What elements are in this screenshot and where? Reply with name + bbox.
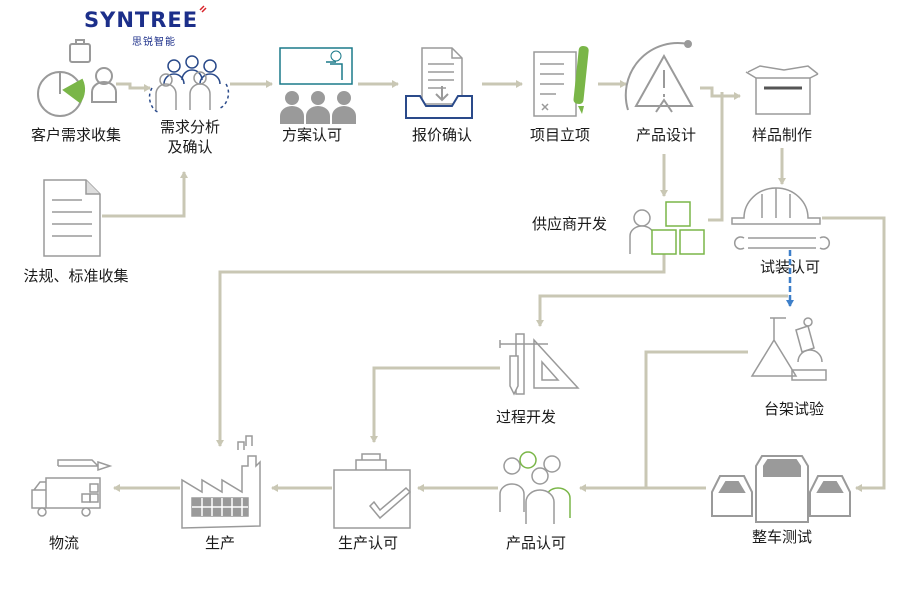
pie-chart-person-icon [37, 39, 117, 117]
checklist-pen-icon [533, 46, 589, 117]
ruler-triangle-icon [499, 333, 580, 396]
arrow-process-to-prodapproval [370, 366, 500, 443]
step-supplier-dev-label: 供应商开发 [532, 215, 608, 233]
step-demand-analysis-label-1: 需求分析 [159, 118, 221, 136]
arrow-customer-to-analysis [116, 82, 151, 92]
lab-microscope-icon [750, 317, 827, 381]
brand-subtitle: 思锐智能 [132, 37, 176, 48]
step-bench-test-label: 台架试验 [763, 400, 825, 418]
step-production-label: 生产 [204, 534, 236, 552]
connectors [102, 80, 886, 492]
open-box-icon [745, 65, 819, 115]
presentation-icon [279, 47, 356, 124]
document-icon [43, 179, 101, 257]
factory-icon [181, 435, 261, 529]
step-vehicle-test-label: 整车测试 [751, 528, 813, 546]
step-product-approval-label: 产品认可 [505, 534, 567, 552]
arrow-design-to-sample [700, 86, 741, 100]
step-customer-demand-label: 客户需求收集 [30, 126, 122, 144]
step-logistics-label: 物流 [48, 534, 80, 552]
document-inbox-icon [405, 47, 473, 119]
logo-accent-icon [199, 5, 207, 13]
person-boxes-icon [629, 201, 705, 255]
step-sample-making-label: 样品制作 [751, 126, 813, 144]
step-product-design-label: 产品设计 [635, 126, 697, 144]
step-demand-analysis-label-2: 及确认 [167, 138, 213, 156]
arrow-fitting-to-vehicle [822, 216, 886, 492]
delivery-truck-icon [31, 459, 113, 517]
arrow-regulations-to-analysis [102, 171, 188, 218]
step-plan-approval-label: 方案认可 [281, 126, 343, 144]
step-process-dev-label: 过程开发 [495, 408, 557, 426]
step-fitting-approval-label: 试装认可 [759, 258, 821, 276]
step-project-setup-label: 项目立项 [529, 126, 591, 144]
line-supplier-to-sample [708, 92, 724, 222]
group-people-icon [499, 451, 571, 524]
line-bench-to-product [644, 350, 748, 488]
compass-triangle-icon [624, 40, 694, 113]
step-quote-confirm-label: 报价确认 [411, 126, 473, 144]
team-meeting-icon [148, 55, 230, 113]
arrow-fitting-to-process [536, 294, 788, 327]
bag-check-icon [333, 453, 412, 529]
step-regulations-label: 法规、标准收集 [23, 267, 129, 285]
brand-logo: SYNTREE [84, 8, 199, 32]
helmet-wrench-icon [731, 187, 830, 250]
arrow-supplier-to-production [216, 254, 666, 447]
cars-icon [711, 455, 851, 523]
step-production-approval-label: 生产认可 [337, 534, 399, 552]
